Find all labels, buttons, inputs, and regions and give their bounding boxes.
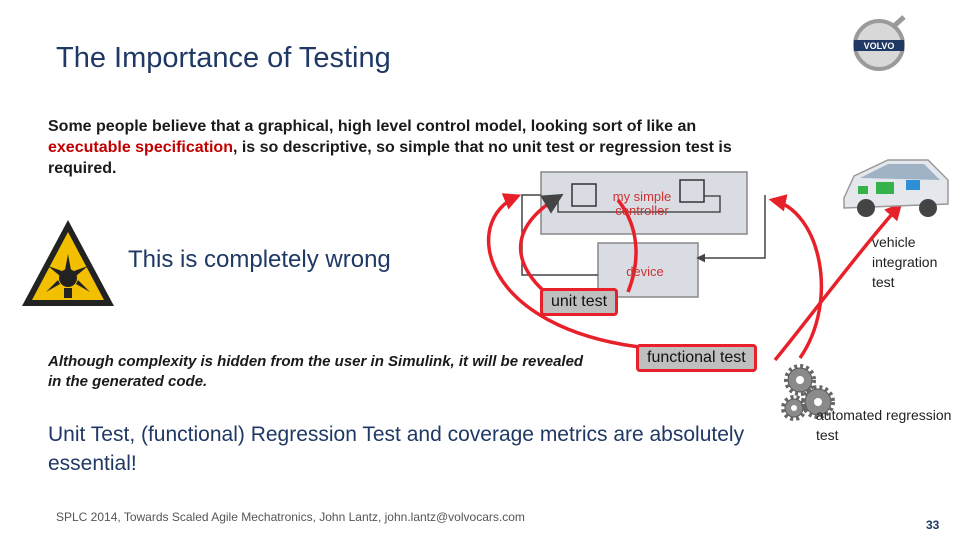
controller-inner-block-right [679, 179, 705, 203]
unit-test-tag: unit test [540, 288, 619, 316]
conclusion-statement: Unit Test, (functional) Regression Test … [48, 423, 745, 475]
unit-test-arrow-left [518, 193, 564, 294]
complexity-note: Although complexity is hidden from the u… [48, 353, 584, 390]
intro-paragraph: Some people believe that a graphical, hi… [48, 116, 768, 179]
car-icon [843, 159, 949, 217]
unit-test-arrow-right [616, 198, 638, 293]
executable-specification-highlight: executable specification [48, 139, 233, 156]
functional-test-arrow [486, 193, 649, 350]
wrong-statement: This is completely wrong [128, 246, 391, 273]
automated-test-arrow [773, 202, 903, 362]
warning-explosive-icon [22, 220, 114, 306]
gears-icon [781, 364, 835, 421]
controller-inner-block-left [571, 183, 597, 207]
vehicle-test-arrow [768, 194, 823, 359]
device-label: device [626, 264, 664, 279]
logo-text: VOLVO [864, 41, 895, 51]
volvo-logo-icon: VOLVO [853, 15, 906, 71]
automated-regression-test-label: automated regression test [816, 407, 952, 443]
vehicle-integration-test-label: vehicle integration test [872, 234, 938, 290]
intro-text-1: Some people believe that a graphical, hi… [48, 118, 697, 135]
page-number: 33 [926, 518, 940, 532]
device-box [597, 242, 699, 298]
controller-label: my simple controller [612, 189, 672, 218]
footer-text: SPLC 2014, Towards Scaled Agile Mechatro… [56, 510, 525, 524]
feedback-line [696, 195, 766, 263]
intro-text-2: , is so descriptive, so simple that no u… [48, 139, 732, 177]
slide-title: The Importance of Testing [56, 42, 391, 74]
controller-box [540, 171, 748, 235]
functional-test-tag: functional test [636, 344, 757, 372]
